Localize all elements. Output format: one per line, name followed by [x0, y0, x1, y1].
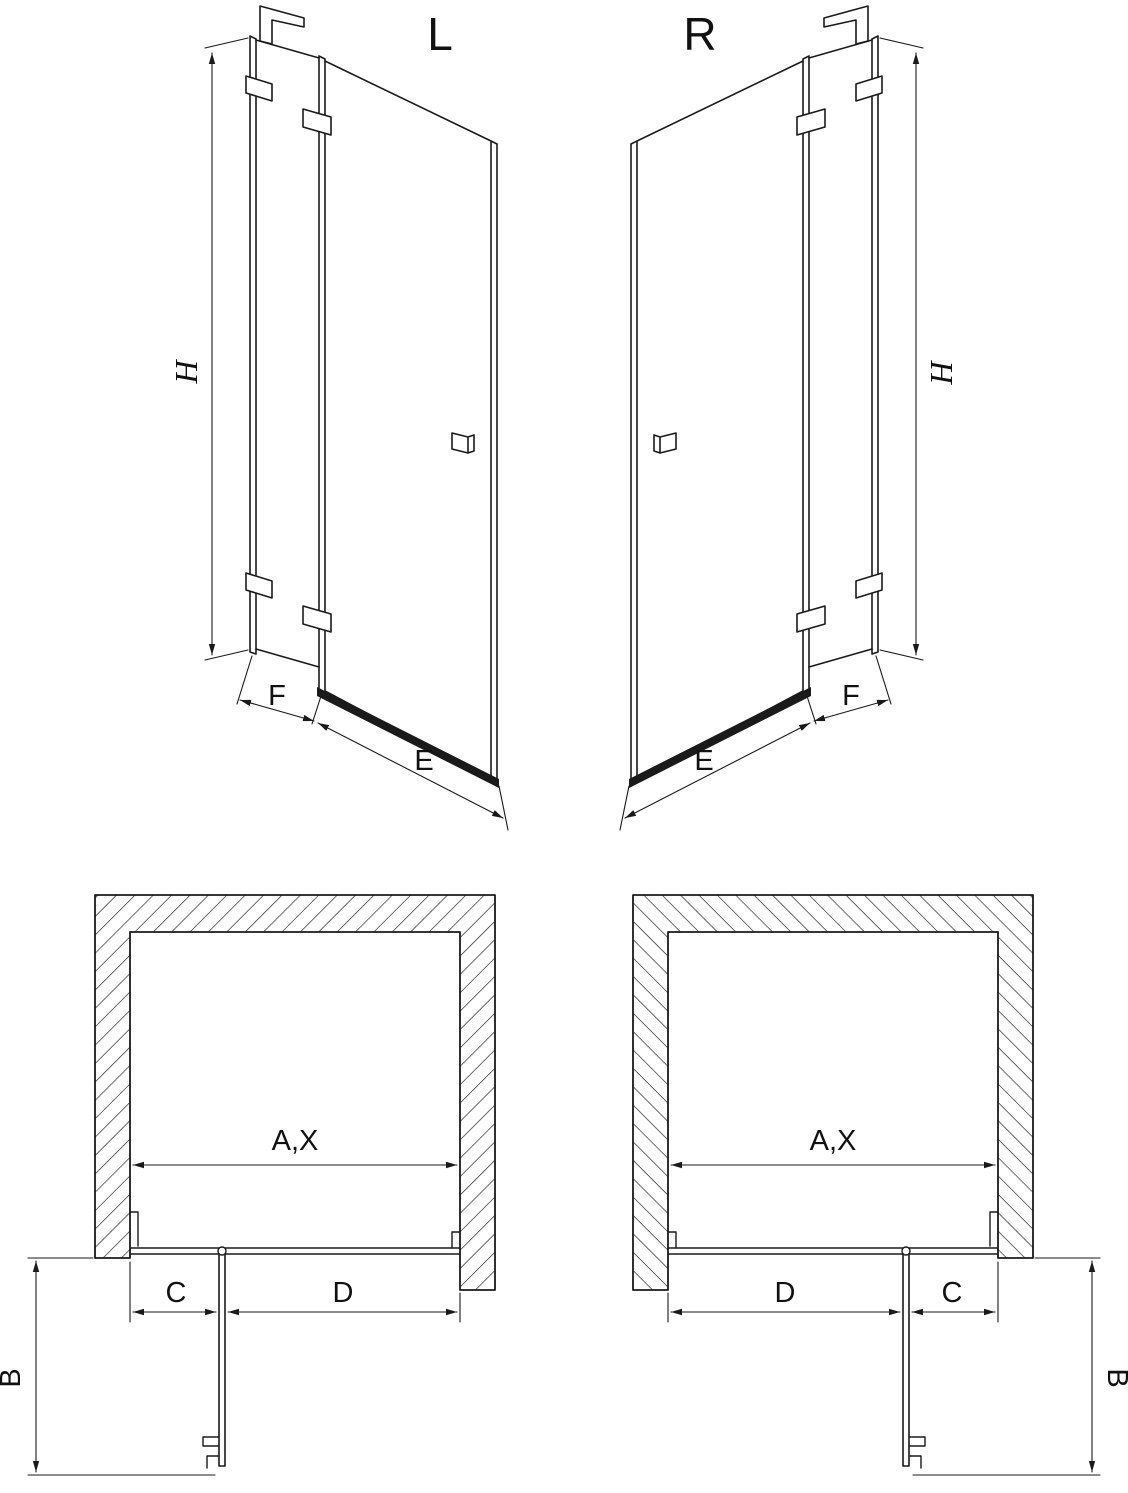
dim-label-door-right: E	[694, 745, 713, 777]
dim-label-b-right: B	[1101, 1368, 1128, 1387]
right-variant-label: R	[683, 8, 716, 60]
dim-label-d-right: D	[775, 1277, 796, 1309]
dim-label-door-left: E	[414, 745, 433, 777]
dim-label-b-left: B	[0, 1368, 27, 1387]
dim-label-c-right: C	[942, 1277, 963, 1309]
dim-label-height-left: H	[168, 359, 204, 385]
dim-label-fixed-left: F	[268, 680, 286, 712]
left-door-perspective-drawing	[205, 6, 508, 830]
right-door-perspective-drawing	[620, 6, 923, 830]
left-plan-drawing	[28, 895, 495, 1475]
left-variant-label: L	[427, 8, 453, 60]
right-plan-drawing	[633, 895, 1100, 1475]
dim-label-c-left: C	[166, 1277, 187, 1309]
drawings	[28, 6, 1100, 1475]
dim-label-opening-right: A,X	[810, 1125, 857, 1157]
dim-label-height-right: H	[924, 359, 960, 385]
dim-label-opening-left: A,X	[272, 1125, 319, 1157]
labels: L R H F E H F E A,X C D B A,X D C B	[0, 8, 1128, 1388]
dim-label-d-left: D	[333, 1277, 354, 1309]
dim-label-fixed-right: F	[842, 680, 860, 712]
